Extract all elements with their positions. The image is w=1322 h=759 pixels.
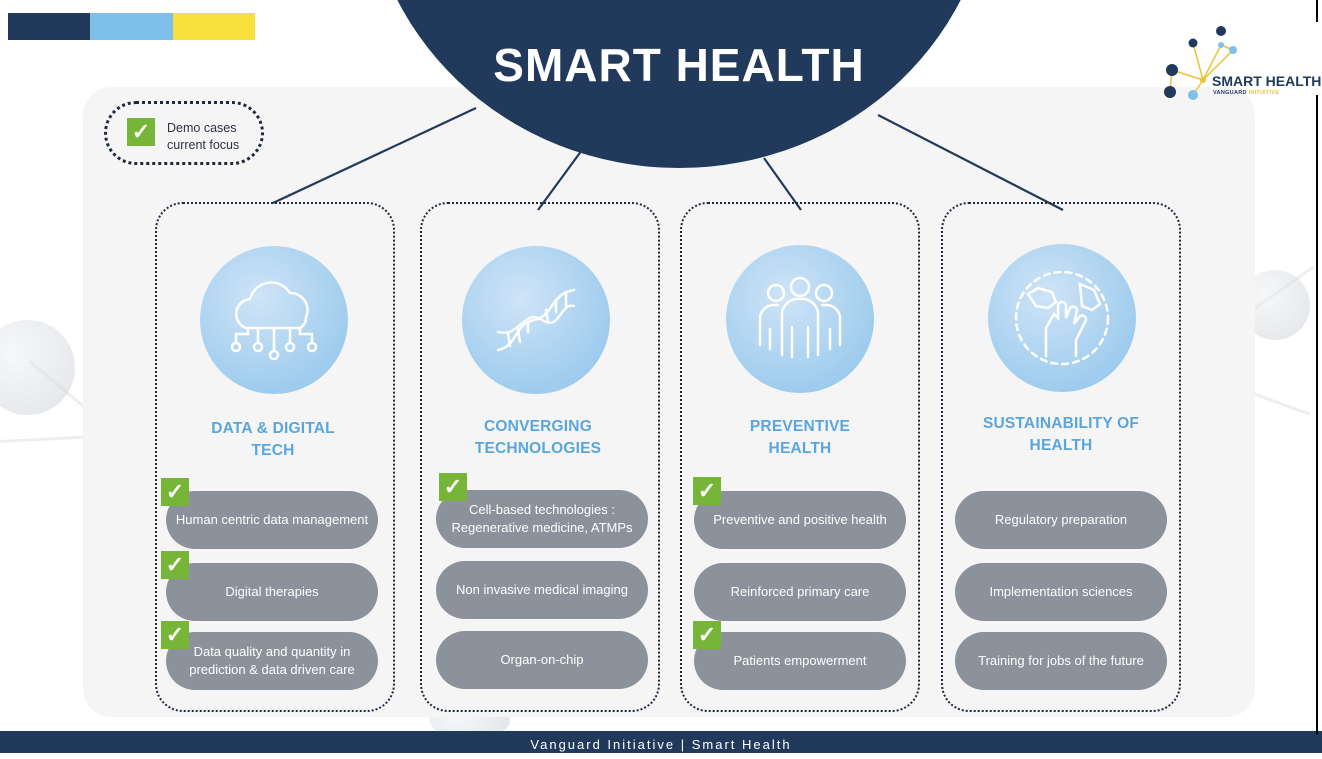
logo-title: SMART HEALTH — [1212, 73, 1322, 89]
decor-bar-navy — [8, 13, 90, 40]
topic-pill: Training for jobs of the future — [955, 632, 1167, 690]
topic-pill: Regulatory preparation — [955, 491, 1167, 549]
topic-pill: Reinforced primary care — [694, 563, 906, 621]
smart-health-logo — [1164, 26, 1237, 100]
topic-pill: Human centric data management — [166, 491, 378, 549]
column-converging-technologies — [420, 202, 660, 712]
column-title: PREVENTIVE HEALTH — [749, 418, 851, 457]
check-icon: ✓ — [693, 621, 721, 649]
globe-hands-icon — [988, 244, 1136, 392]
page-title: SMART HEALTH — [493, 39, 865, 91]
logo-subtitle: VANGUARD INITIATIVE — [1213, 90, 1280, 96]
edge-divider — [1316, 0, 1318, 22]
topic-pill: Cell-based technologies :Regenerative me… — [436, 490, 648, 548]
decor-bar-sky — [90, 13, 173, 40]
column-title: SUSTAINABILITY OF HEALTH — [982, 415, 1140, 454]
legend-line-1: Demo cases — [167, 121, 237, 135]
dna-icon — [462, 246, 610, 394]
legend-line-2: current focus — [167, 138, 240, 152]
topic-pill: Preventive and positive health — [694, 491, 906, 549]
edge-divider — [1316, 95, 1318, 735]
cloud-network-icon — [200, 246, 348, 394]
decor-bar-yellow — [173, 13, 255, 40]
check-icon: ✓ — [693, 477, 721, 505]
topic-pill: Organ-on-chip — [436, 631, 648, 689]
background-molecule-node — [0, 320, 75, 415]
check-icon: ✓ — [161, 621, 189, 649]
column-data-digital-tech — [155, 202, 395, 712]
check-icon: ✓ — [127, 118, 155, 146]
column-preventive-health — [680, 202, 920, 712]
topic-pill: Implementation sciences — [955, 563, 1167, 621]
footer: Vanguard Initiative | Smart Health — [0, 731, 1322, 753]
people-group-icon — [726, 245, 874, 393]
topic-pill: Patients empowerment — [694, 632, 906, 690]
topic-pill: Non invasive medical imaging — [436, 561, 648, 619]
check-icon: ✓ — [161, 551, 189, 579]
column-title: DATA & DIGITAL TECH — [211, 420, 335, 459]
legend-demo-cases: ✓ Demo cases current focus — [104, 101, 264, 165]
topic-pill: Digital therapies — [166, 563, 378, 621]
column-title: CONVERGING TECHNOLOGIES — [474, 418, 602, 457]
column-sustainability-of-health — [941, 202, 1181, 712]
check-icon: ✓ — [439, 473, 467, 501]
check-icon: ✓ — [161, 478, 189, 506]
